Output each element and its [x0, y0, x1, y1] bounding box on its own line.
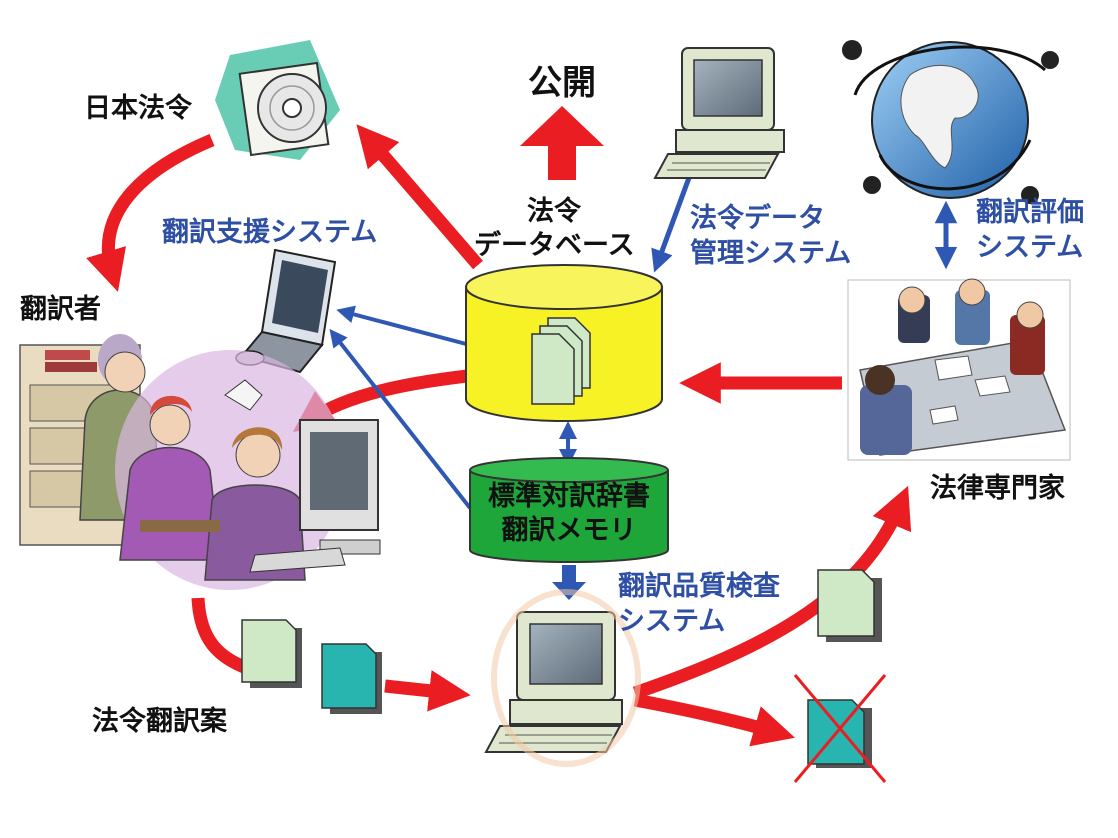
- arrow-qa-to-experts: [632, 485, 912, 700]
- horei-database: [465, 264, 663, 422]
- cd-disc-icon: [215, 40, 340, 160]
- approved-doc: [817, 569, 882, 642]
- arrow-db-to-nihon-horei: [356, 124, 483, 270]
- label-horei-data-line1: 法令データ: [690, 203, 825, 234]
- label-nihon-horei: 日本法令: [84, 93, 192, 124]
- label-horitsu-senmonka: 法律専門家: [930, 473, 1065, 504]
- label-horei-data-line2: 管理システム: [690, 238, 852, 269]
- label-kokai: 公開: [528, 63, 596, 103]
- laptop-icon: [235, 248, 337, 374]
- arrow-kokai-up: [520, 106, 604, 180]
- translators-office-illustration: [19, 334, 381, 590]
- rejected-document-icon: [793, 674, 887, 783]
- meeting-experts-illustration: [847, 278, 1071, 461]
- label-honyaku-shien: 翻訳支援システム: [162, 217, 378, 248]
- label-hyojun-line2: 翻訳メモリ: [501, 515, 637, 546]
- translation-draft-light-doc: [241, 619, 302, 688]
- label-horei-db-line2: データベース: [474, 230, 635, 261]
- arrow-dict-to-qa: [552, 565, 586, 600]
- label-honyaku-hyoka-line2: システム: [976, 232, 1084, 263]
- label-hinshitsu-line1: 翻訳品質検査: [618, 571, 780, 602]
- globe-icon: [842, 40, 1059, 204]
- arrow-dict-to-laptop: [329, 328, 472, 510]
- data-management-computer-icon: [653, 47, 785, 179]
- dictionary-memory-db: [469, 457, 669, 563]
- label-hinshitsu-line2: システム: [618, 606, 726, 637]
- arrow-docs-to-qa: [384, 670, 471, 712]
- arrow-db-to-laptop: [336, 305, 471, 347]
- arrow-qa-to-reject: [633, 693, 795, 747]
- document-stack-icon: [531, 317, 591, 405]
- translation-draft-teal-doc: [321, 643, 382, 714]
- arrow-data-mgmt-to-db: [651, 174, 693, 273]
- label-horei-db-line1: 法令: [527, 196, 581, 227]
- qa-computer-icon: [484, 589, 641, 767]
- label-honyakusha: 翻訳者: [20, 294, 101, 325]
- label-horei-honyakuan: 法令翻訳案: [92, 706, 227, 737]
- label-hyojun-line1: 標準対訳辞書: [488, 481, 650, 512]
- arrow-horei-to-translator: [86, 134, 215, 292]
- label-honyaku-hyoka-line1: 翻訳評価: [976, 197, 1084, 228]
